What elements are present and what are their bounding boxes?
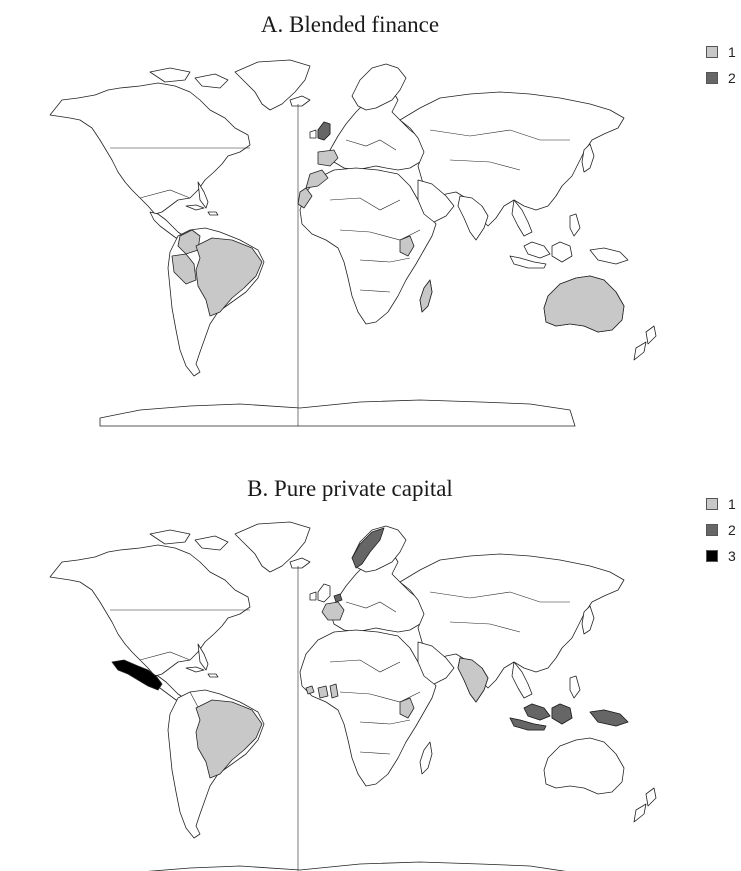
legend-item: 2 <box>706 70 736 86</box>
country-indonesia-3 <box>509 717 547 731</box>
legend: 1 2 3 <box>706 496 736 574</box>
legend-label: 3 <box>728 548 736 564</box>
world-map <box>49 59 657 427</box>
country-western-sahara <box>297 187 313 209</box>
country-indonesia-2 <box>551 703 573 725</box>
legend-swatch <box>706 46 718 58</box>
legend-item: 1 <box>706 44 736 60</box>
country-morocco <box>305 169 329 189</box>
country-netherlands <box>333 593 343 603</box>
legend-label: 2 <box>728 522 736 538</box>
legend-swatch <box>706 498 718 510</box>
legend-item: 2 <box>706 522 736 538</box>
legend-swatch <box>706 524 718 536</box>
country-peru <box>171 253 197 285</box>
panel-title: A. Blended finance <box>260 12 440 37</box>
country-spain <box>317 149 339 167</box>
country-sierra-leone <box>305 685 315 695</box>
country-indonesia <box>523 703 551 721</box>
legend-item: 1 <box>706 496 736 512</box>
country-norway <box>351 527 385 569</box>
country-ghana <box>329 683 339 699</box>
legend-item: 3 <box>706 548 736 564</box>
country-france <box>321 601 345 621</box>
country-kenya <box>399 235 415 257</box>
country-mexico <box>111 659 163 691</box>
country-united-kingdom <box>317 121 331 141</box>
country-papua-new-guinea <box>589 709 629 727</box>
country-brazil <box>195 237 263 317</box>
legend-label: 2 <box>728 70 736 86</box>
country-australia <box>543 275 625 333</box>
legend-swatch <box>706 550 718 562</box>
panel-pure-private-capital: B. Pure private capital 1 <box>0 462 741 871</box>
country-india <box>457 657 489 703</box>
country-madagascar <box>419 279 433 313</box>
panel-blended-finance: A. Blended finance 1 2 <box>49 12 736 427</box>
legend-label: 1 <box>728 496 736 512</box>
panel-title: B. Pure private capital <box>247 476 453 501</box>
country-kenya <box>399 697 415 719</box>
legend: 1 2 <box>706 44 736 96</box>
country-cote-divoire <box>317 685 329 699</box>
world-map <box>49 521 657 871</box>
legend-label: 1 <box>728 44 736 60</box>
country-brazil <box>195 699 263 779</box>
legend-swatch <box>706 72 718 84</box>
